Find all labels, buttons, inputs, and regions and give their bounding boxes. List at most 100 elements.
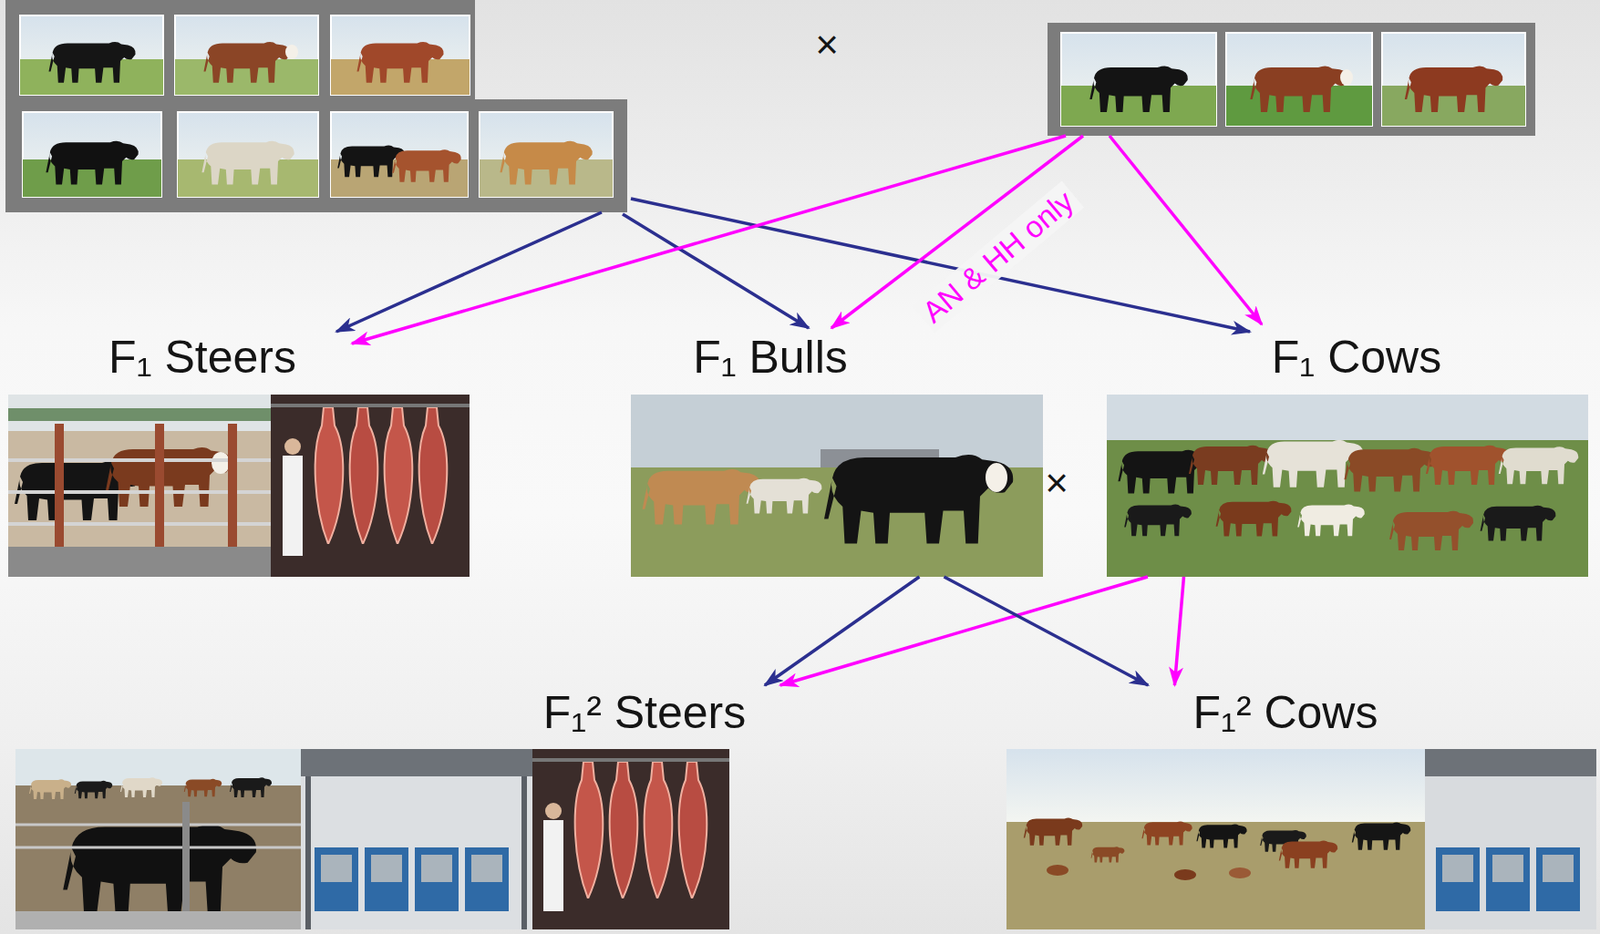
sire-photo-panel-part-part: [479, 112, 613, 197]
pasture-photo-part: [1091, 846, 1126, 863]
feedlot-photo-part: [8, 522, 271, 527]
feedlot-photo-part: [15, 824, 301, 827]
cross-symbol: ×: [815, 20, 839, 68]
sire-photo-panel-part-part: [330, 112, 468, 197]
feedlot-photo-part: [8, 394, 271, 432]
carcass-photo-part: [532, 758, 730, 763]
sire-photo-panel: [5, 0, 628, 213]
sire-photo-panel-part-part: [48, 41, 135, 83]
dam-photo-panel-part-part: [1089, 66, 1188, 114]
dam-photo-panel-part-part: [1249, 66, 1348, 114]
feedlot-photo-part: [15, 911, 301, 930]
feeder-photo-part: [1435, 847, 1480, 912]
feeder-photo-part: [421, 855, 453, 883]
bulls-photo-part: [746, 478, 823, 515]
parent-arrows-part: [336, 212, 602, 332]
sire-photo-panel-part-part: [45, 141, 138, 186]
arrow-note: AN & HH only: [912, 181, 1084, 333]
feedlot-photo-part: [62, 825, 257, 917]
feeder-photo-part: [1492, 855, 1524, 883]
carcass-photo-part: [543, 820, 564, 912]
feeder-photo-part: [305, 776, 311, 930]
feeder-photo-part: [1486, 847, 1530, 912]
carcass-photo: [532, 749, 730, 930]
feedlot-photo-part: [15, 785, 301, 930]
sire-photo-panel-part: [5, 0, 628, 213]
cross-arrow: [1174, 577, 1184, 686]
feeder-photo-part: [314, 847, 359, 912]
bulls-photo-part: [820, 449, 940, 468]
feedlot-photo-part: [105, 447, 232, 507]
cow-herd-photo-part: [1216, 501, 1292, 537]
bulls-photo: [630, 394, 1043, 578]
feeder-photo-part: [300, 749, 533, 930]
sire-photo-panel-part-part: [337, 145, 405, 178]
generation-title: F₁² Steers: [543, 685, 746, 741]
feedlot-photo-part: [182, 802, 190, 930]
pasture-photo-part: [1023, 818, 1083, 847]
generation-title: F₁ Cows: [1271, 330, 1442, 385]
cow-herd-photo: [1106, 394, 1589, 578]
bulls-photo-part: [642, 469, 761, 526]
cow-herd-photo-part: [1262, 440, 1364, 488]
generation-group: F₁ Cows: [1106, 330, 1589, 578]
carcass-photo-part: [575, 762, 604, 899]
sire-photo-panel-part-part: [20, 59, 164, 95]
sire-photo-panel-part-part: [20, 15, 164, 95]
feedlot-photo-part: [8, 547, 271, 578]
sire-photo-panel-part-part: [203, 41, 290, 83]
sire-photo-panel-part: [330, 112, 468, 197]
pasture-photo-part: [1046, 865, 1069, 877]
feeder-photo-part: [464, 847, 509, 912]
parent-arrows: [336, 135, 1262, 344]
carcass-photo-part: [282, 455, 303, 557]
feeder-photo-part: [521, 776, 527, 930]
bulls-photo-part: [630, 394, 1043, 468]
parent-arrows-part: [622, 214, 809, 329]
pasture-photo-part: [1228, 867, 1251, 879]
sire-photo-panel-part-part: [175, 59, 319, 95]
cow-herd-photo-part: [1498, 446, 1579, 485]
feeder-photo-part: [1536, 847, 1580, 912]
sire-photo-panel-part-part: [175, 15, 319, 95]
generation-group: F₁ Steers: [8, 330, 470, 578]
dam-photo-panel-part-part: [1226, 32, 1373, 126]
carcass-photo-part: [350, 407, 379, 545]
feeder-photo-part: [471, 855, 503, 883]
pasture-photo-part: [1006, 822, 1425, 930]
pasture-photo-part: [1141, 821, 1192, 846]
sire-photo-panel-part-part: [285, 44, 299, 60]
feedlot-photo-part: [229, 777, 272, 798]
feedlot-photo-part: [211, 452, 230, 475]
sire-photo-panel-part-part: [499, 141, 592, 186]
sire-photo-panel-part: [479, 112, 613, 197]
sire-photo-panel-part-part: [330, 159, 468, 197]
dam-photo-panel-part-part: [1404, 66, 1503, 114]
carcass-photo-part: [284, 438, 301, 455]
bulls-photo-part: [630, 467, 1043, 578]
feedlot-photo-part: [29, 779, 72, 800]
sire-photo-panel-part-part: [177, 112, 319, 197]
sire-photo-panel-part: [20, 15, 164, 95]
sire-photo-panel-part: [330, 15, 470, 95]
carcass-photo: [270, 394, 470, 578]
dam-photo-panel-part-part: [1226, 85, 1373, 126]
sire-photo-panel-part-part: [330, 15, 470, 95]
generation-group: F₁² Steers: [15, 685, 785, 930]
pasture-photo-part: [1174, 869, 1197, 881]
sire-photo-panel-part-part: [22, 112, 162, 197]
dam-photo-panel-part: [1061, 32, 1217, 126]
feeder-photo-part: [414, 847, 459, 912]
dam-photo-panel-part-part: [1382, 32, 1526, 126]
cross-symbol: ×: [1044, 459, 1069, 506]
carcass-photo-part: [270, 403, 470, 408]
pasture-photo: [1006, 749, 1425, 930]
feeder-photo: [1424, 749, 1597, 930]
generation-title: F₁ Steers: [108, 330, 297, 385]
feedlot-photo-part: [54, 423, 64, 578]
cross-arrow: [764, 577, 919, 686]
dam-photo-panel-part: [1226, 32, 1373, 126]
pasture-photo-part: [1259, 830, 1307, 853]
